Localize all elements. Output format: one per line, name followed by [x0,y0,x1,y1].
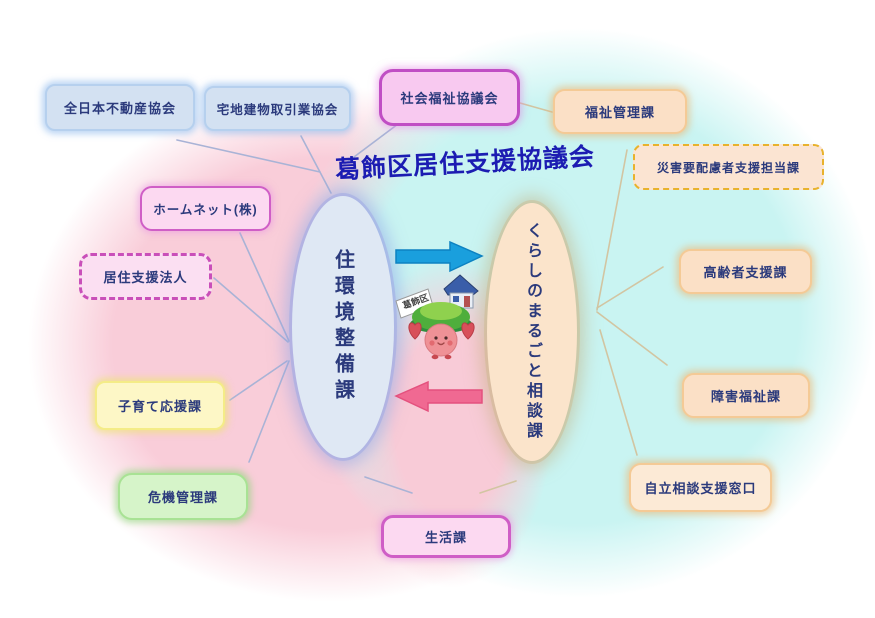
node-shogai-fukushi: 障害福祉課 [682,373,810,418]
node-kiki-kanri: 危機管理課 [118,473,248,520]
node-zennihon-fudosan: 全日本不動産協会 [45,84,195,131]
core-ellipse-marugoto-soudan: くらしのまるごと相談課 [487,203,577,461]
node-kosodate-oen: 子育て応援課 [95,381,225,430]
node-shakai-fukushi: 社会福祉協議会 [379,69,520,126]
node-label: 高齢者支援課 [703,265,788,280]
core-ellipse-housing-env: 住環境整備課 [292,196,394,458]
core-ellipse-label: くらしのまるごと相談課 [524,222,541,442]
node-jiritsu-sodan: 自立相談支援窓口 [629,463,772,512]
node-label: 障害福祉課 [710,389,781,404]
node-saigai-hairyo: 災害要配慮者支援担当課 [633,144,824,190]
node-label: 危機管理課 [147,490,218,505]
node-label: 生活課 [424,530,467,545]
node-takuchi-tatemono: 宅地建物取引業協会 [204,86,351,131]
node-label: 自立相談支援窓口 [644,481,757,496]
node-label: 災害要配慮者支援担当課 [656,160,800,175]
node-label: 社会福祉協議会 [400,91,499,106]
flow-arrow-left-icon [394,380,483,413]
node-label: 全日本不動産協会 [63,101,176,116]
core-ellipse-label: 住環境整備課 [331,249,354,405]
node-home-net: ホームネット(株) [140,186,271,231]
node-korei-shien: 高齢者支援課 [679,249,812,294]
node-label: 子育て応援課 [117,399,202,414]
node-label: ホームネット(株) [153,203,258,217]
node-kyoju-shien-hojin: 居住支援法人 [79,253,212,300]
node-seikatsu: 生活課 [381,515,511,558]
node-label: 居住支援法人 [103,270,188,285]
node-label: 福祉管理課 [584,105,655,120]
flow-arrow-right-icon [395,240,484,273]
mascot-icon: 葛飾区 [395,274,479,360]
node-label: 宅地建物取引業協会 [216,103,339,117]
node-fukushi-kanri: 福祉管理課 [553,89,687,134]
